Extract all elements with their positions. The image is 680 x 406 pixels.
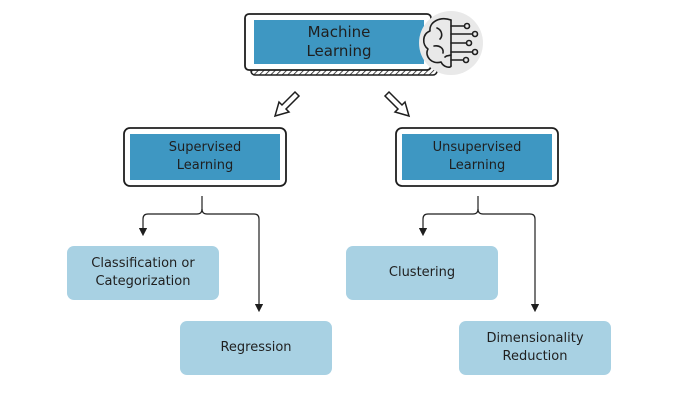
unsupervised-label: Unsupervised Learning <box>432 140 522 173</box>
root-to-supervised-arrow <box>273 90 301 118</box>
unsupervised-connectors <box>418 196 540 313</box>
supervised-label: Supervised Learning <box>168 140 242 173</box>
root-label: Machine Learning <box>306 23 372 60</box>
supervised-node <box>123 127 287 187</box>
clustering-node <box>346 246 498 300</box>
brain-circuit-icon <box>419 11 483 75</box>
dimensionality-reduction-label: Dimensionality Reduction <box>486 331 584 364</box>
root-to-unsupervised-arrow <box>383 90 411 118</box>
classification-label: Classification or Categorization <box>91 256 195 289</box>
regression-node <box>180 321 332 375</box>
regression-label: Regression <box>220 340 292 355</box>
classification-node <box>67 246 219 300</box>
unsupervised-node <box>395 127 559 187</box>
clustering-label: Clustering <box>388 265 456 280</box>
dimensionality-reduction-node <box>459 321 611 375</box>
supervised-connectors <box>138 196 264 313</box>
